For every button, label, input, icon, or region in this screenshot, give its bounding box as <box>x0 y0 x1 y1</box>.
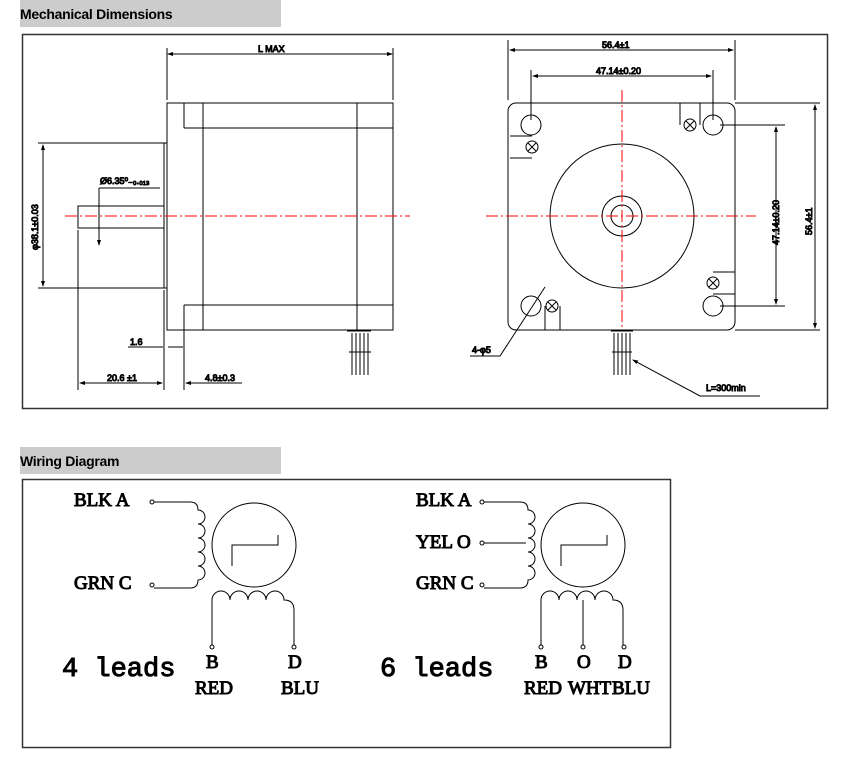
holes-label: 4-φ5 <box>472 345 491 355</box>
wire-a-label: BLK A <box>416 490 472 511</box>
six-leads-title: 6 leads <box>380 655 493 685</box>
wire-c-label: GRN C <box>74 573 132 594</box>
wiring-diagram-header: Wiring Diagram <box>20 447 281 474</box>
wire-c-label: GRN C <box>416 573 474 594</box>
wiring-frame <box>21 478 672 749</box>
connector-icon <box>611 330 633 375</box>
red-label: RED <box>524 678 562 699</box>
wire-d-label: D <box>618 652 632 673</box>
hole-spacing-v-label: 47.14±0.20 <box>771 200 781 245</box>
wire-a-label: BLK A <box>74 490 130 511</box>
wht-label: WHT <box>568 678 612 699</box>
shaft-diameter-label: Ø6.35⁰₋₀.₀₁₃ <box>100 176 150 186</box>
mechanical-frame <box>21 33 829 410</box>
side-view: L MAX φ38.1±0.03 Ø6.35⁰₋₀.₀₁₃ 1.6 20.6 ±… <box>30 44 410 390</box>
pilot-length-label: 4.8±0.3 <box>205 373 235 383</box>
front-view: 56.4±1 47.14±0.20 47.14±0.20 56.4±1 4-φ5… <box>470 40 820 397</box>
pilot-diameter-label: φ38.1±0.03 <box>30 204 40 250</box>
wire-d-label: D <box>288 652 302 673</box>
red-label: RED <box>195 678 233 699</box>
blu-label: BLU <box>612 678 650 699</box>
four-lead-diagram: BLK A GRN C 4 leads B D RED BLU <box>62 490 320 700</box>
screw-icons <box>510 103 735 330</box>
length-label: L MAX <box>258 44 285 54</box>
connector-icon <box>347 330 371 375</box>
height-label: 56.4±1 <box>804 208 814 235</box>
six-lead-diagram: BLK A YEL O GRN C 6 leads B O D RED WHT … <box>380 490 651 700</box>
flange-label: 1.6 <box>130 337 143 347</box>
wire-o2-label: O <box>577 652 591 673</box>
wire-b-label: B <box>206 652 219 673</box>
hole-spacing-h-label: 47.14±0.20 <box>596 66 641 76</box>
mechanical-dimensions-header: Mechanical Dimensions <box>20 0 281 27</box>
wire-o-label: YEL O <box>416 532 471 553</box>
wire-b-label: B <box>535 652 548 673</box>
shaft-length-label: 20.6 ±1 <box>107 373 137 383</box>
four-leads-title: 4 leads <box>62 655 175 685</box>
blu-label: BLU <box>281 678 319 699</box>
lead-length-label: L=300min <box>706 383 746 393</box>
width-label: 56.4±1 <box>602 40 629 50</box>
